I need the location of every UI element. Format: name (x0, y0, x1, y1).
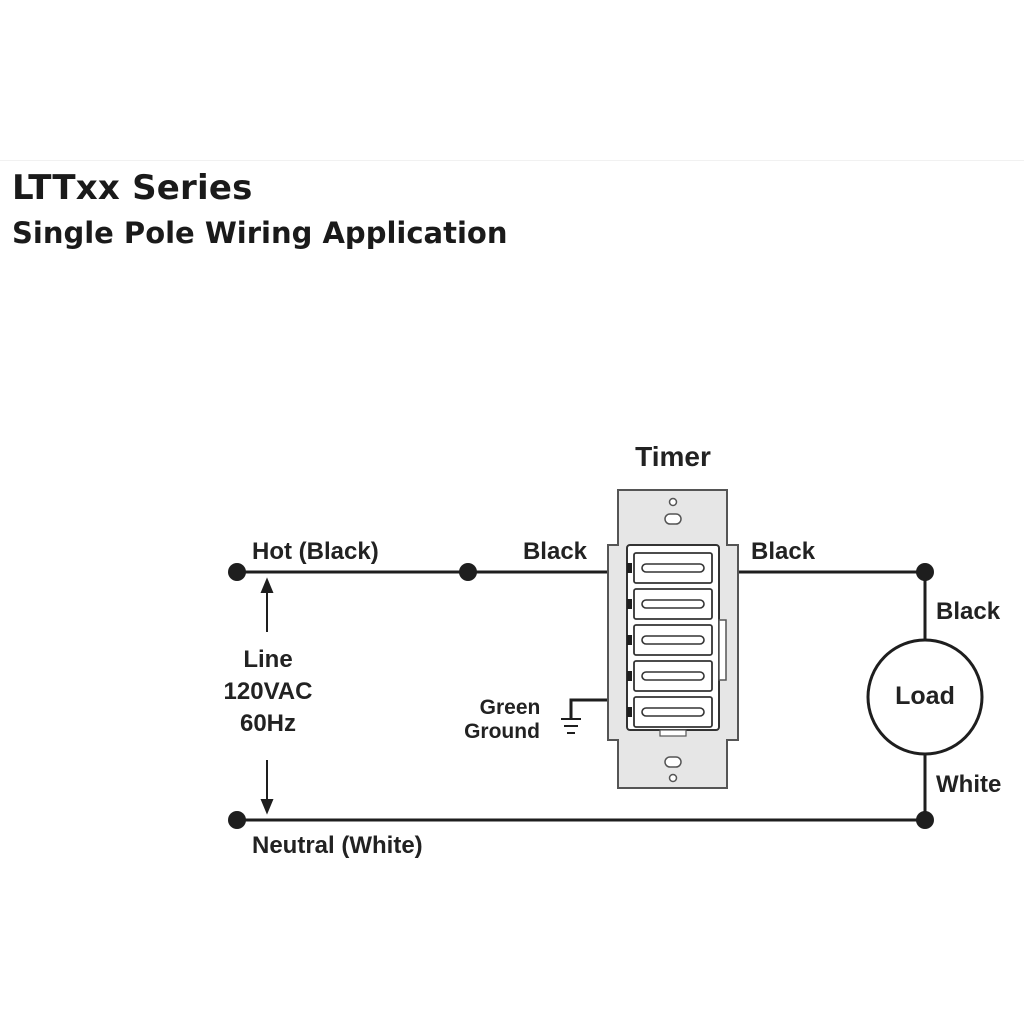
line-label: Line (243, 646, 292, 673)
load-top-junction-dot (916, 563, 934, 581)
black-out-label: Black (751, 538, 816, 565)
hot-wire-label: Hot (Black) (252, 538, 379, 565)
terminal-dots (228, 563, 934, 829)
ground-label: Ground (464, 720, 540, 743)
timer-bottom-hole-icon (668, 773, 678, 783)
timer-led-indicator (627, 599, 632, 609)
timer-button-slot (641, 563, 705, 573)
load-bottom-junction-dot (916, 811, 934, 829)
timer-device (607, 489, 739, 789)
splice-dot (459, 563, 477, 581)
timer-side-tab (718, 619, 727, 681)
timer-top-screw-slot-icon (664, 513, 682, 525)
line-arrows (260, 577, 274, 815)
neutral-terminal-dot (228, 811, 246, 829)
page-title: LTTxx Series (12, 168, 253, 208)
ground-wire (569, 698, 620, 718)
page-subtitle: Single Pole Wiring Application (12, 216, 508, 250)
arrow-up-icon (260, 577, 274, 593)
top-band (0, 0, 1024, 161)
timer-button-slot (641, 599, 705, 609)
timer-bottom-clip (659, 729, 687, 737)
timer-button-slot (641, 707, 705, 717)
neutral-wire-label: Neutral (White) (252, 832, 423, 859)
timer-button-slot (641, 671, 705, 681)
arrow-down-icon (260, 799, 274, 815)
timer-led-indicator (627, 635, 632, 645)
ground-color-label: Green (480, 696, 541, 719)
timer-button-slot (641, 635, 705, 645)
load-label: Load (895, 682, 955, 710)
black-in-label: Black (523, 538, 588, 565)
load-circle (866, 638, 984, 756)
timer-led-indicator (627, 671, 632, 681)
timer-bottom-screw-slot-icon (664, 756, 682, 768)
hot-terminal-dot (228, 563, 246, 581)
timer-led-indicator (627, 707, 632, 717)
frequency-label: 60Hz (240, 710, 296, 737)
load-black-label: Black (936, 598, 1001, 625)
timer-top-hole-icon (668, 497, 678, 507)
voltage-label: 120VAC (224, 678, 313, 705)
load-white-label: White (936, 771, 1001, 798)
timer-label: Timer (635, 441, 711, 472)
timer-button-stack (627, 552, 713, 728)
wires (237, 570, 927, 822)
timer-led-indicator (627, 563, 632, 573)
ground-symbol-icon (561, 718, 581, 734)
